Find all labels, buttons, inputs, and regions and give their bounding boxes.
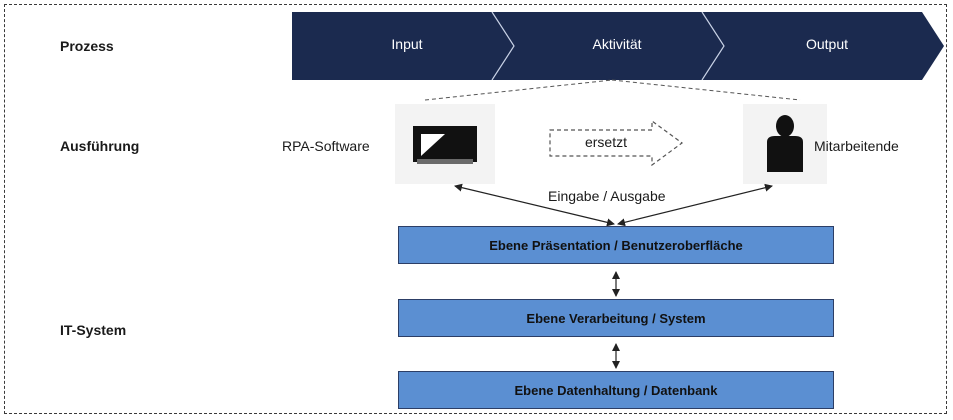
process-divider-2 <box>701 12 725 80</box>
diagram-frame <box>4 4 947 414</box>
monitor-icon <box>413 126 477 164</box>
employee-label: Mitarbeitende <box>814 138 899 154</box>
layer-data-storage: Ebene Datenhaltung / Datenbank <box>398 371 834 409</box>
layer-processing: Ebene Verarbeitung / System <box>398 299 834 337</box>
software-icon-box <box>395 104 495 184</box>
person-icon <box>767 115 803 172</box>
zoom-line-left <box>424 79 613 101</box>
rpa-software-label: RPA-Software <box>282 138 370 154</box>
row-label-it-system: IT-System <box>60 322 127 338</box>
row-label-execution: Ausführung <box>60 138 140 154</box>
employee-icon-box <box>743 104 827 184</box>
io-arrow-left <box>454 183 615 227</box>
process-divider-1 <box>491 12 515 80</box>
process-band-shape <box>292 12 944 80</box>
io-arrow-right <box>617 183 773 227</box>
process-step-input: Input <box>391 36 423 52</box>
replaces-arrow: ersetzt <box>548 120 688 166</box>
replaces-label: ersetzt <box>584 134 627 150</box>
process-step-activity: Aktivität <box>592 36 642 52</box>
row-label-process: Prozess <box>60 38 114 54</box>
process-band: Input Aktivität Output <box>292 12 944 80</box>
zoom-line-right <box>611 79 801 101</box>
process-chevrons <box>292 12 944 80</box>
layer-presentation: Ebene Präsentation / Benutzeroberfläche <box>398 226 834 264</box>
process-step-output: Output <box>805 36 849 52</box>
